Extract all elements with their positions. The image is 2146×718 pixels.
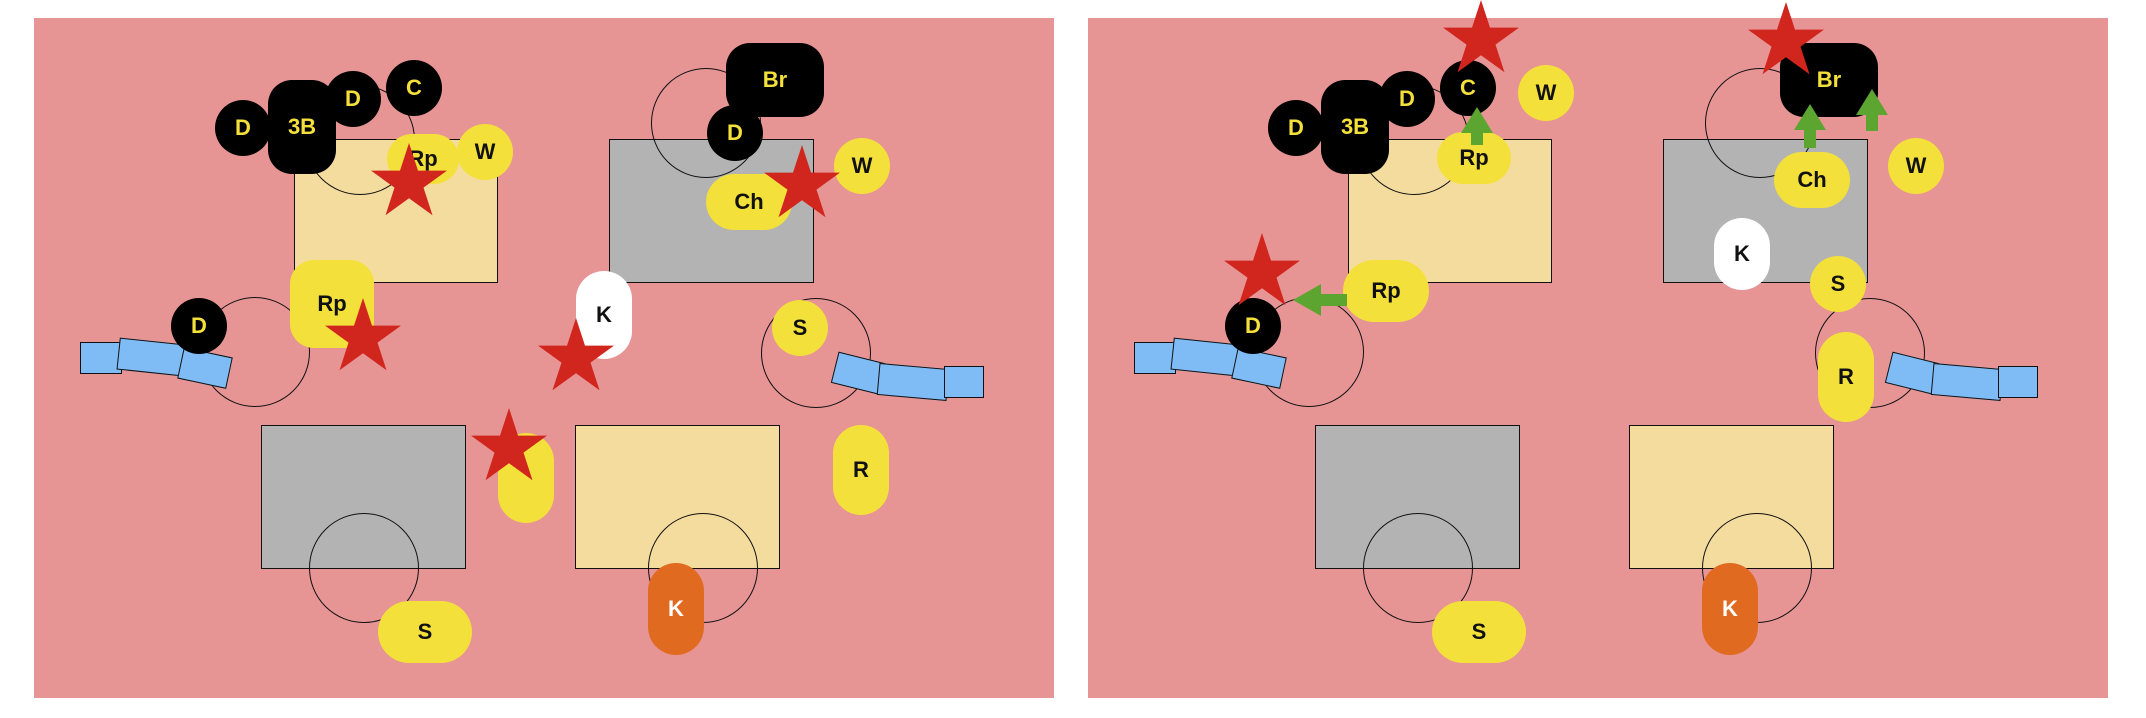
right-token-6[interactable]: Rp bbox=[1437, 132, 1511, 184]
left-token-14[interactable]: S bbox=[772, 300, 828, 356]
left-bench-a1 bbox=[80, 342, 122, 374]
right-token-15[interactable]: S bbox=[1432, 601, 1526, 663]
left-token-16[interactable] bbox=[498, 433, 554, 523]
left-token-18[interactable]: K bbox=[648, 563, 704, 655]
left-token-2[interactable]: 3B bbox=[268, 80, 336, 174]
left-token-10[interactable]: Ch bbox=[706, 174, 792, 230]
right-token-2[interactable]: 3B bbox=[1321, 80, 1389, 174]
left-circle-4 bbox=[761, 298, 871, 408]
right-token-9[interactable]: Ch bbox=[1774, 152, 1850, 208]
right-token-11[interactable]: S bbox=[1810, 256, 1866, 312]
left-token-13[interactable]: K bbox=[576, 271, 632, 359]
right-token-1[interactable]: D bbox=[1268, 100, 1324, 156]
right-token-10[interactable]: K bbox=[1714, 218, 1770, 290]
right-token-8[interactable]: W bbox=[1888, 138, 1944, 194]
right-token-13[interactable]: D bbox=[1225, 298, 1281, 354]
left-token-15[interactable]: R bbox=[833, 425, 889, 515]
right-circle-5 bbox=[1363, 513, 1473, 623]
right-bench-b2 bbox=[1930, 363, 2004, 401]
right-bench-a2 bbox=[1170, 337, 1240, 377]
right-bench-a1 bbox=[1134, 342, 1176, 374]
right-token-7[interactable]: Br bbox=[1780, 43, 1878, 117]
left-bench-a2 bbox=[116, 337, 186, 377]
right-token-5[interactable]: W bbox=[1518, 65, 1574, 121]
right-bench-b3 bbox=[1998, 366, 2038, 398]
right-token-16[interactable]: K bbox=[1702, 563, 1758, 655]
right-token-12[interactable]: Rp bbox=[1343, 260, 1429, 322]
left-bench-b3 bbox=[944, 366, 984, 398]
right-token-14[interactable]: R bbox=[1818, 332, 1874, 422]
left-token-8[interactable]: D bbox=[707, 105, 763, 161]
left-token-11[interactable]: D bbox=[171, 298, 227, 354]
left-token-12[interactable]: Rp bbox=[290, 260, 374, 348]
left-token-7[interactable]: Br bbox=[726, 43, 824, 117]
right-token-3[interactable]: D bbox=[1379, 71, 1435, 127]
right-token-4[interactable]: C bbox=[1440, 60, 1496, 116]
left-token-6[interactable]: W bbox=[457, 124, 513, 180]
left-token-3[interactable]: D bbox=[325, 71, 381, 127]
left-token-1[interactable]: D bbox=[215, 100, 271, 156]
left-bench-b2 bbox=[876, 363, 950, 401]
left-token-5[interactable]: Rp bbox=[387, 134, 459, 184]
left-circle-5 bbox=[309, 513, 419, 623]
left-token-17[interactable]: S bbox=[378, 601, 472, 663]
left-token-4[interactable]: C bbox=[386, 60, 442, 116]
left-token-9[interactable]: W bbox=[834, 138, 890, 194]
